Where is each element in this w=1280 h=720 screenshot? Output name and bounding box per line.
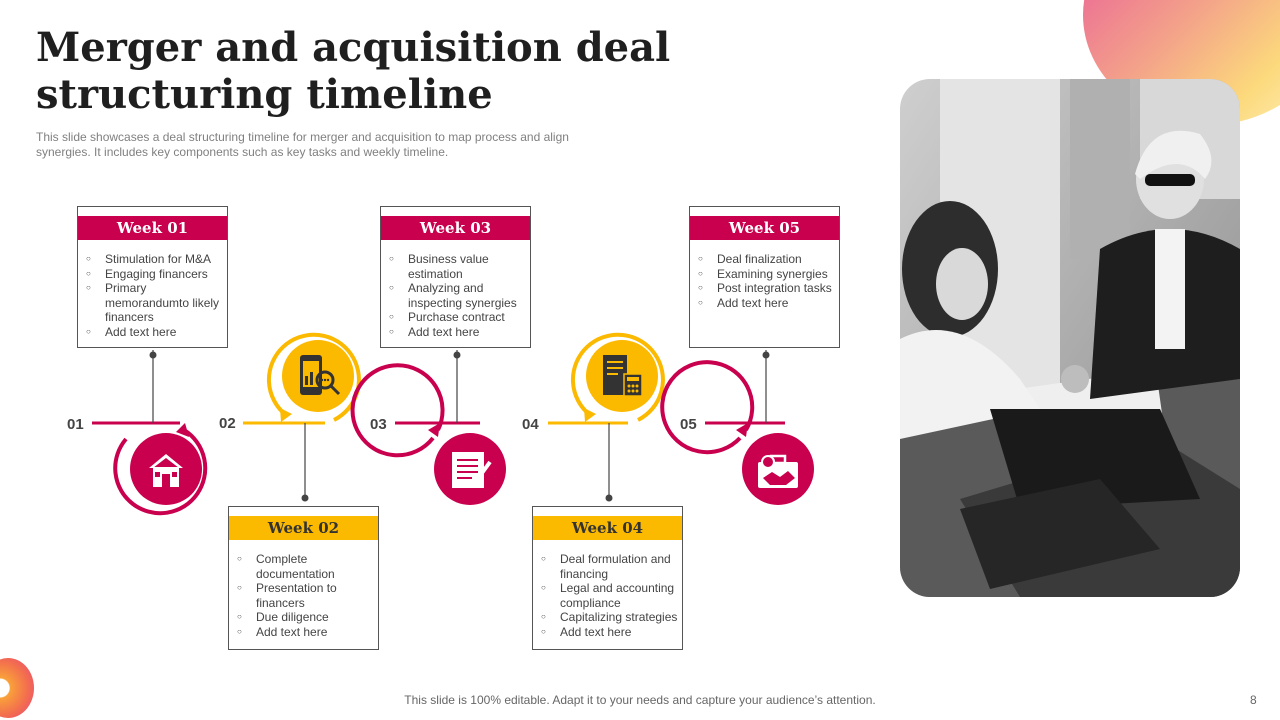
list-item: Add text here xyxy=(237,625,376,640)
step-number-05: 05 xyxy=(680,416,697,433)
list-item: Capitalizing strategies xyxy=(541,610,680,625)
page-number: 8 xyxy=(1250,693,1257,707)
list-item: Add text here xyxy=(541,625,680,640)
list-item: Primary memorandumto likely financers xyxy=(86,281,225,325)
house-icon xyxy=(149,454,183,487)
week-03-header: Week 03 xyxy=(381,216,530,240)
report-calculator-icon xyxy=(603,355,643,397)
week-02-card: Week 02 Complete documentation Presentat… xyxy=(228,506,379,650)
week-05-card: Week 05 Deal finalization Examining syne… xyxy=(689,206,840,348)
week-01-task-list: Stimulation for M&A Engaging financers P… xyxy=(86,252,225,339)
list-item: Examining synergies xyxy=(698,267,837,282)
timeline-graphic xyxy=(92,332,814,516)
list-item: Presentation to financers xyxy=(237,581,376,610)
list-item: Due diligence xyxy=(237,610,376,625)
list-item: Add text here xyxy=(86,325,225,340)
week-04-task-list: Deal formulation and financing Legal and… xyxy=(541,552,680,639)
week-02-header: Week 02 xyxy=(229,516,378,540)
list-item: Stimulation for M&A xyxy=(86,252,225,267)
list-item: Add text here xyxy=(389,325,528,340)
week-04-card: Week 04 Deal formulation and financing L… xyxy=(532,506,683,650)
list-item: Purchase contract xyxy=(389,310,528,325)
meeting-photo xyxy=(900,79,1240,597)
document-pen-icon xyxy=(452,452,492,488)
step-04-circle xyxy=(570,332,665,422)
meeting-photo-icon xyxy=(900,79,1240,597)
step-number-03: 03 xyxy=(370,416,387,433)
page-subtitle: This slide showcases a deal structuring … xyxy=(36,130,569,159)
week-05-header: Week 05 xyxy=(690,216,839,240)
list-item: Legal and accounting compliance xyxy=(541,581,680,610)
briefcase-handshake-icon xyxy=(758,454,798,488)
list-item: Add text here xyxy=(698,296,837,311)
step-number-02: 02 xyxy=(219,415,236,432)
week-01-header: Week 01 xyxy=(78,216,227,240)
list-item: Post integration tasks xyxy=(698,281,837,296)
list-item: Deal finalization xyxy=(698,252,837,267)
list-item: Analyzing and inspecting synergies xyxy=(389,281,528,310)
week-05-task-list: Deal finalization Examining synergies Po… xyxy=(698,252,837,310)
step-03-circle xyxy=(350,363,506,505)
page-title: Merger and acquisition deal structuring … xyxy=(36,24,671,118)
list-item: Deal formulation and financing xyxy=(541,552,680,581)
step-02-circle xyxy=(266,332,361,422)
week-01-card: Week 01 Stimulation for M&A Engaging fin… xyxy=(77,206,228,348)
step-number-04: 04 xyxy=(522,416,539,433)
list-item: Complete documentation xyxy=(237,552,376,581)
footer-note: This slide is 100% editable. Adapt it to… xyxy=(404,693,876,707)
mobile-analytics-icon xyxy=(300,355,341,396)
step-01-circle xyxy=(113,423,208,516)
week-04-header: Week 04 xyxy=(533,516,682,540)
list-item: Business value estimation xyxy=(389,252,528,281)
step-05-circle xyxy=(660,360,814,505)
week-03-task-list: Business value estimation Analyzing and … xyxy=(389,252,528,339)
list-item: Engaging financers xyxy=(86,267,225,282)
week-02-task-list: Complete documentation Presentation to f… xyxy=(237,552,376,639)
week-03-card: Week 03 Business value estimation Analyz… xyxy=(380,206,531,348)
step-number-01: 01 xyxy=(67,416,84,433)
